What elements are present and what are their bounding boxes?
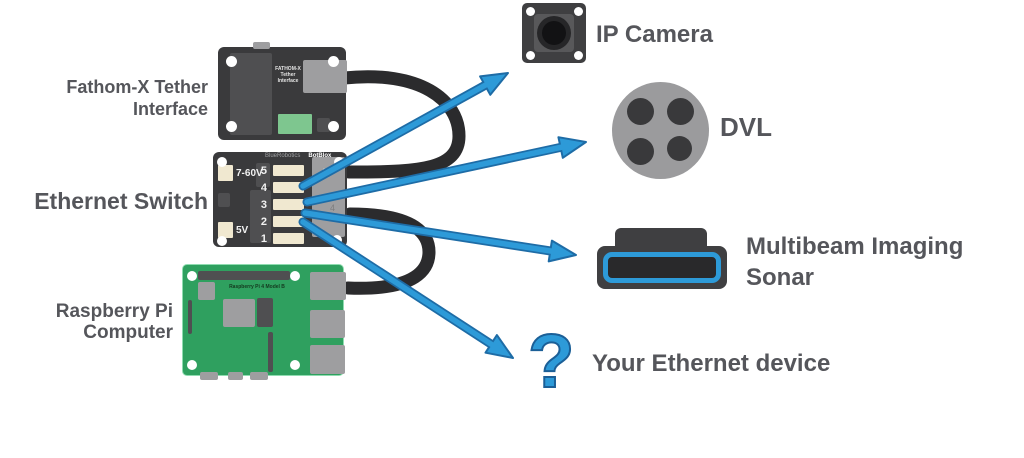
pi-camera-connector	[188, 300, 192, 334]
pi-ram-chip	[257, 298, 273, 327]
fathom-green-terminal	[278, 114, 312, 134]
ethernet-switch-board: BlueRobotics BotBlox 5 4 7-60V 5V 5 4 3 …	[213, 152, 347, 247]
dvl-label: DVL	[720, 112, 772, 142]
switch-port-3: 3	[253, 198, 304, 211]
magjack-number-4: 4	[330, 203, 336, 213]
pi-usb-port	[310, 345, 345, 374]
port-2-pad	[273, 216, 304, 227]
screw-hole	[334, 157, 344, 167]
fathom-silkscreen: FATHOM-X Tether Interface	[275, 66, 301, 84]
arrow-to-dvl	[302, 136, 587, 207]
pi-display-connector	[268, 332, 273, 372]
ip-camera-label: IP Camera	[596, 21, 713, 48]
screw-hole	[225, 120, 237, 132]
port-3-pad	[273, 199, 304, 210]
raspberry-pi-label: Raspberry Pi Computer	[55, 301, 173, 343]
sonar-label: Multibeam Imaging Sonar	[746, 233, 964, 291]
screw-hole	[525, 6, 535, 16]
screw-hole	[225, 55, 237, 67]
switch-port-1: 1	[253, 232, 304, 245]
raspberry-pi-board: Raspberry Pi 4 Model B	[183, 265, 346, 380]
dvl-transducer	[666, 135, 692, 161]
pi-ethernet-port	[310, 272, 346, 300]
dvl-transducer	[626, 137, 654, 165]
port-5-pad	[273, 165, 304, 176]
switch-module	[256, 163, 270, 187]
ethernet-device-label: Your Ethernet device	[592, 350, 831, 377]
pi-bottom-connector	[200, 372, 218, 380]
screw-hole	[290, 271, 300, 281]
power-connector-5v	[218, 222, 233, 238]
question-mark-icon: ?	[527, 319, 575, 404]
screw-hole	[327, 55, 339, 67]
fathom-module	[230, 53, 272, 135]
screw-hole	[525, 50, 535, 60]
pi-usb-port	[310, 310, 345, 338]
fathom-label: Fathom-X Tether Interface	[66, 77, 208, 119]
dvl-transducer	[626, 97, 654, 125]
fathom-rj45-jack	[303, 60, 347, 93]
ip-camera-icon	[522, 3, 586, 63]
screw-hole	[332, 235, 342, 245]
power-connector-7-60v	[218, 165, 233, 181]
screw-hole	[290, 360, 300, 370]
pi-gpio-header	[198, 271, 290, 280]
screw-hole	[217, 157, 227, 167]
magjack-number-5: 5	[322, 165, 330, 181]
bluerobotics-logo: BlueRobotics	[265, 153, 301, 159]
pi-silkscreen: Raspberry Pi 4 Model B	[229, 284, 285, 290]
dvl-transducer	[666, 97, 694, 125]
switch-port-5: 5	[253, 164, 304, 177]
pi-usb-c-port	[198, 282, 215, 300]
switch-port-2: 2	[253, 215, 304, 228]
multibeam-sonar-icon	[597, 228, 727, 289]
dvl-icon	[612, 82, 709, 179]
pi-bottom-connector	[250, 372, 268, 380]
port-1-pad	[273, 233, 304, 244]
screw-hole	[187, 271, 197, 281]
tether-interface-cable	[337, 70, 466, 179]
switch-module	[218, 193, 230, 207]
sonar-window	[603, 252, 721, 283]
switch-port-4: 4	[253, 181, 304, 194]
fathom-x-board: FATHOM-X Tether Interface	[218, 42, 347, 140]
screw-hole	[217, 236, 227, 246]
power-label-7-60v: 7-60V	[236, 168, 263, 179]
screw-hole	[573, 6, 583, 16]
camera-lens	[542, 21, 566, 45]
pi-soc-chip	[223, 299, 255, 327]
raspberry-pi-ethernet-cable	[341, 207, 436, 295]
switch-magjack-block: 5 4	[312, 157, 345, 237]
pi-bottom-connector	[228, 372, 243, 380]
fathom-top-connector	[253, 42, 270, 49]
screw-hole	[187, 360, 197, 370]
ethernet-switch-label: Ethernet Switch	[34, 188, 208, 214]
switch-module	[250, 190, 271, 243]
screw-hole	[327, 120, 339, 132]
screw-hole	[573, 50, 583, 60]
power-label-5v: 5V	[236, 225, 249, 236]
port-4-pad	[273, 182, 304, 193]
